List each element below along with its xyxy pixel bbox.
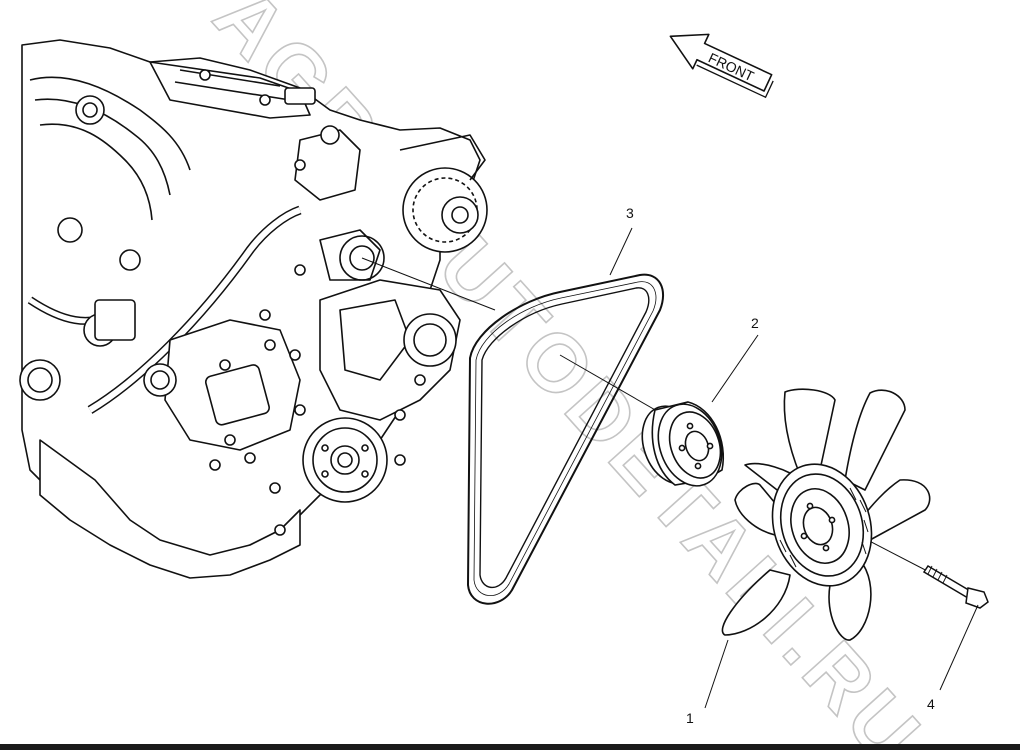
- callout-leaders: [609, 227, 979, 709]
- callout-1-fan: 1: [686, 710, 694, 726]
- fan-bolt: [922, 564, 989, 609]
- front-label: FRONT: [706, 49, 757, 84]
- v-belt: [467, 273, 665, 605]
- engine-assembly: [19, 39, 488, 579]
- bottom-border: [0, 744, 1020, 750]
- fan-pulley: [641, 401, 724, 487]
- front-direction-arrow: FRONT: [669, 33, 774, 99]
- cooling-fan: [721, 388, 931, 641]
- callout-2-pulley: 2: [751, 315, 759, 331]
- callout-4-bolt: 4: [927, 696, 935, 712]
- callout-3-belt: 3: [626, 205, 634, 221]
